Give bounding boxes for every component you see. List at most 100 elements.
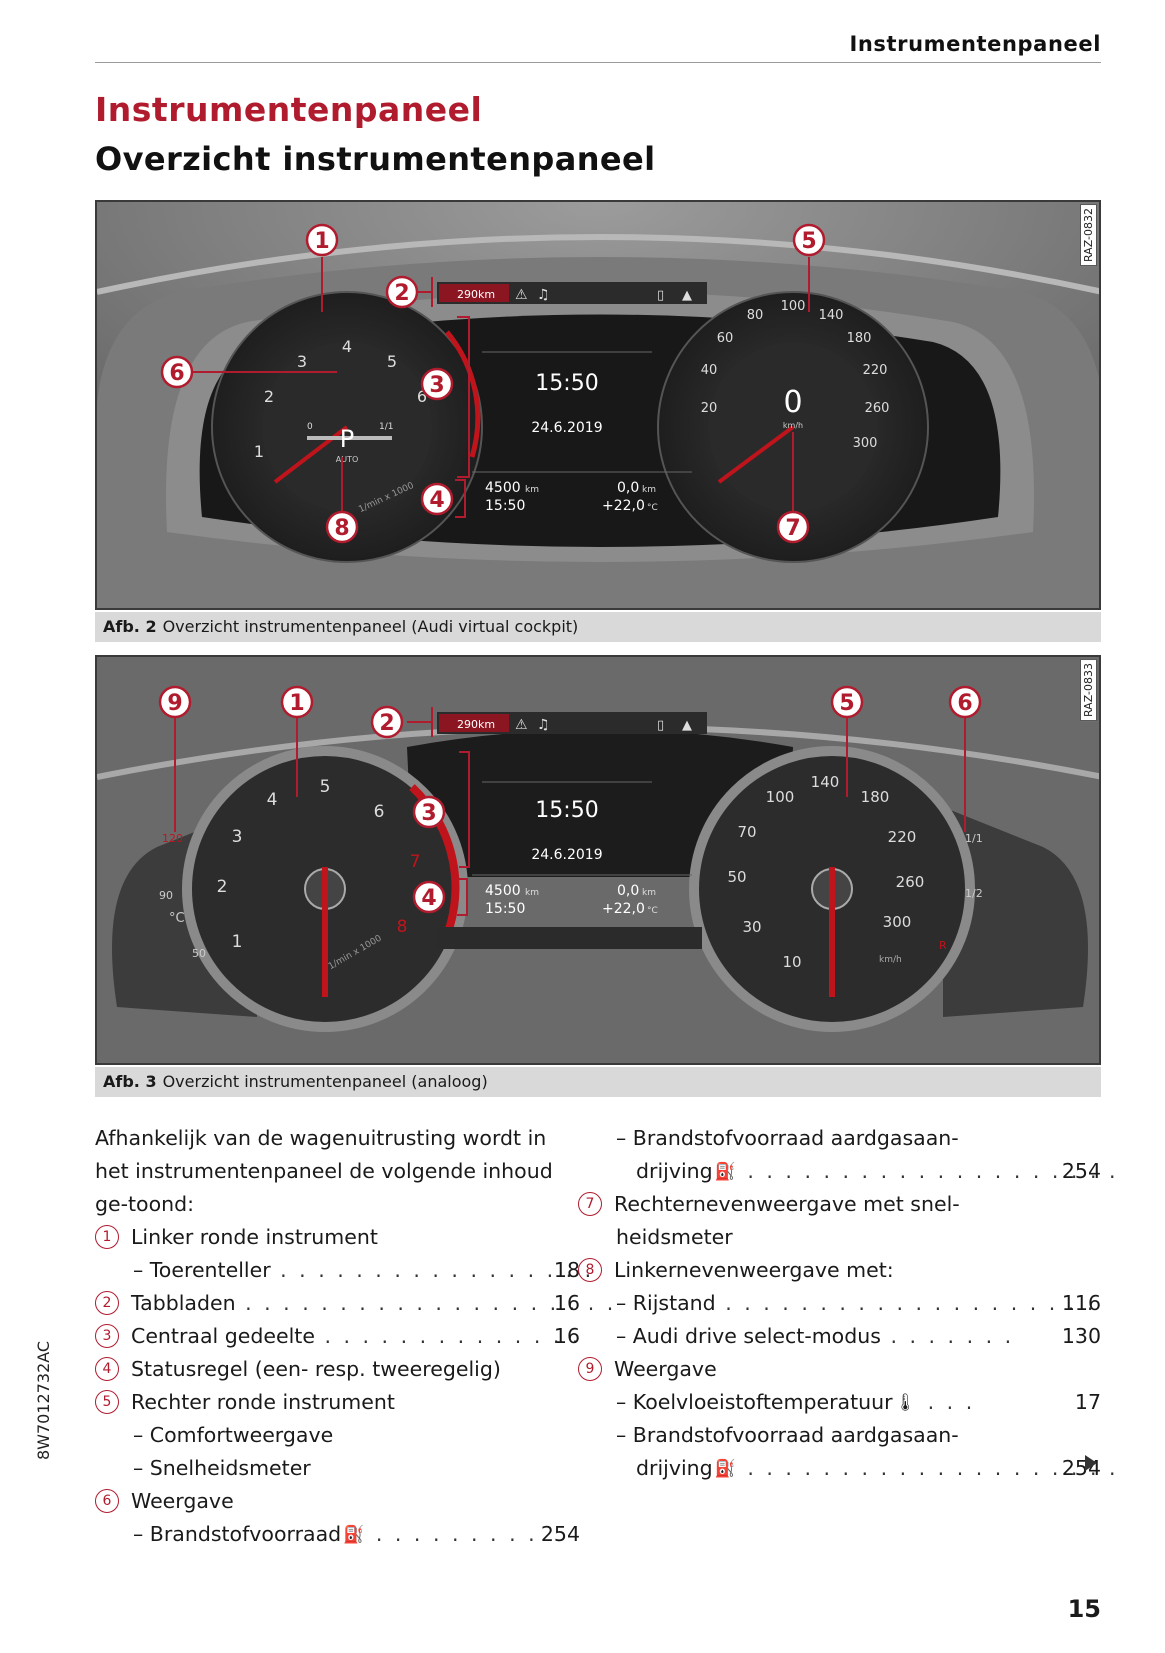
analog-speed-tick-100: 100: [766, 788, 795, 806]
analog-speed-tick-140: 140: [811, 773, 840, 791]
list-item-continued: heidsmeter: [616, 1225, 733, 1249]
figure-ref-code: RAZ-0833: [1080, 659, 1097, 722]
analog-navigation-icon: ▲: [682, 718, 692, 733]
list-subitem: – Rijstand . . . . . . . . . . . . . . .…: [616, 1287, 1101, 1320]
list-subitem: – Brandstofvoorraad aardgasaan-: [616, 1126, 959, 1150]
page-ref[interactable]: 18: [553, 1258, 580, 1282]
virtual-cockpit-illustration: 1 2 3 4 5 6 0 1/1 P AUTO 1/min x 1000 0 …: [97, 202, 1099, 608]
speed-unit: km/h: [783, 421, 803, 430]
analog-rpm-tick-7: 7: [410, 852, 421, 872]
page-ref[interactable]: 17: [1074, 1390, 1101, 1414]
running-header-title: Instrumentenpaneel: [849, 32, 1101, 56]
list-subitem: – Brandstofvoorraad⛽ . . . . . . . . .25…: [95, 1518, 580, 1551]
temp-label-90: 90: [159, 889, 173, 902]
callout-7: 7: [785, 516, 800, 541]
analog-status-time: 15:50: [485, 901, 525, 917]
running-header: Instrumentenpaneel: [95, 28, 1101, 63]
analog-range-readout: 290km: [457, 718, 495, 731]
temp-label-50: 50: [192, 947, 206, 960]
analog-trip-value: 0,0: [617, 883, 639, 899]
figure-ref-code: RAZ-0832: [1080, 204, 1097, 267]
rpm-tick-2: 2: [264, 387, 274, 406]
analog-speed-tick-180: 180: [861, 788, 890, 806]
page-ref[interactable]: 254: [540, 1522, 580, 1546]
analog-speed-tick-50: 50: [727, 868, 746, 886]
fuel-pump-icon: ⛽: [343, 1524, 365, 1545]
odometer-unit: km: [525, 485, 539, 495]
analog-rpm-tick-1: 1: [232, 932, 243, 952]
rpm-tick-4: 4: [342, 337, 352, 356]
analog-trip-unit: km: [642, 888, 656, 898]
document-code: 8W7012732AC: [34, 1340, 53, 1460]
fuel-empty-label: 0: [307, 422, 313, 432]
analog-speed-tick-10: 10: [782, 953, 801, 971]
analog-phone-icon: ▯: [657, 718, 664, 733]
analog-rpm-tick-6: 6: [374, 802, 385, 822]
trip-unit: km: [642, 485, 656, 495]
gear-mode: AUTO: [336, 455, 359, 464]
temperature-unit: °C: [647, 503, 658, 513]
callout-6: 6: [169, 361, 184, 386]
rpm-tick-1: 1: [254, 442, 264, 461]
analog-callout-9: 9: [167, 691, 182, 716]
odometer-value: 4500: [485, 480, 521, 496]
coolant-temperature-icon: 🌡: [894, 1392, 917, 1413]
callout-3: 3: [429, 373, 444, 398]
page-ref[interactable]: 254: [1061, 1159, 1101, 1183]
callout-4: 4: [429, 488, 444, 513]
analog-rpm-tick-5: 5: [320, 777, 331, 797]
page-ref[interactable]: 116: [1061, 1291, 1101, 1315]
analog-speed-tick-260: 260: [896, 873, 925, 891]
body-left-column: Afhankelijk van de wagenuitrusting wordt…: [95, 1122, 613, 1551]
rpm-tick-3: 3: [297, 352, 307, 371]
analog-music-icon: ♫: [537, 717, 550, 733]
center-time: 15:50: [535, 371, 598, 396]
callout-2: 2: [394, 281, 409, 306]
section-subtitle: Overzicht instrumentenpaneel: [95, 140, 656, 178]
cng-fuel-icon: ⛽: [714, 1161, 736, 1182]
analog-rpm-tick-8: 8: [397, 917, 408, 937]
continue-arrow-icon: [1085, 1455, 1097, 1471]
range-readout: 290km: [457, 288, 495, 301]
speed-tick-260: 260: [865, 401, 890, 416]
rpm-tick-6: 6: [417, 387, 427, 406]
speed-tick-40: 40: [701, 363, 718, 378]
analog-speed-unit: km/h: [879, 955, 902, 965]
speed-tick-80: 80: [747, 308, 764, 323]
temp-unit: °C: [169, 911, 185, 926]
fuel-label-reserve: R: [939, 939, 947, 952]
body-right-column: – Brandstofvoorraad aardgasaan- drijving…: [578, 1122, 1116, 1485]
speed-tick-20: 20: [701, 401, 718, 416]
temp-label-120: 120: [162, 832, 183, 845]
analog-rpm-tick-2: 2: [217, 877, 228, 897]
analog-speed-tick-70: 70: [737, 823, 756, 841]
callout-8: 8: [334, 516, 349, 541]
page-ref[interactable]: 16: [553, 1324, 580, 1348]
list-subitem: – Koelvloeistoftemperatuur🌡 . . .17: [616, 1386, 1101, 1419]
analog-speed-tick-300: 300: [883, 913, 912, 931]
analog-callout-4: 4: [421, 886, 436, 911]
speed-tick-140: 140: [819, 308, 844, 323]
figure-virtual-cockpit: 1 2 3 4 5 6 0 1/1 P AUTO 1/min x 1000 0 …: [95, 200, 1101, 610]
speed-tick-220: 220: [863, 363, 888, 378]
analog-speed-tick-30: 30: [742, 918, 761, 936]
list-subitem: drijving⛽ . . . . . . . . . . . . . . . …: [616, 1452, 1116, 1485]
navigation-icon: ▲: [682, 288, 692, 303]
page-number: 15: [1067, 1595, 1101, 1623]
page-ref[interactable]: 130: [1061, 1324, 1101, 1348]
analog-warning-icon: ⚠: [515, 717, 528, 733]
analog-callout-3: 3: [421, 801, 436, 826]
analog-callout-5: 5: [839, 691, 854, 716]
analog-callout-2: 2: [379, 711, 394, 736]
page-ref[interactable]: 16: [553, 1291, 580, 1315]
analog-callout-1: 1: [289, 691, 304, 716]
analog-callout-6: 6: [957, 691, 972, 716]
list-subitem: – Brandstofvoorraad aardgasaan-: [616, 1423, 959, 1447]
